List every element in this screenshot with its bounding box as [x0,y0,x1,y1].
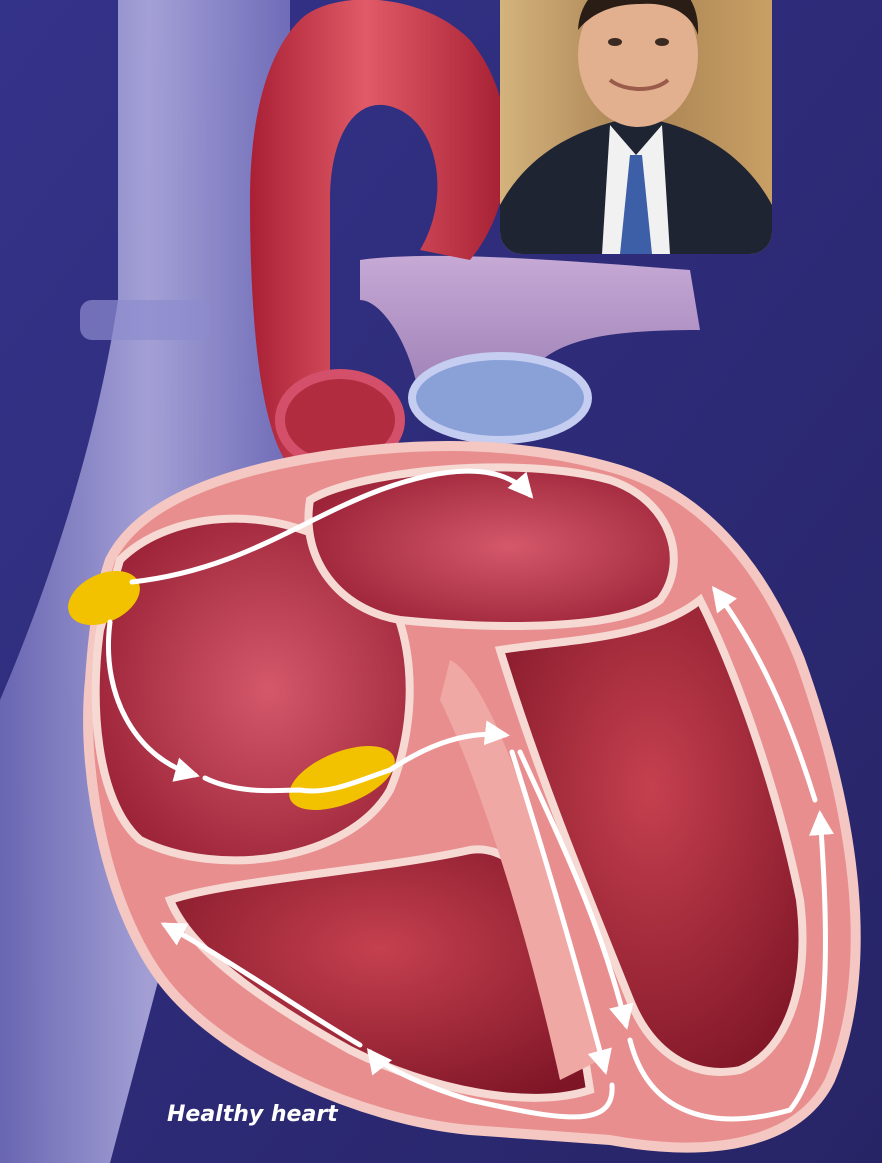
diagram-caption: Healthy heart [167,1102,338,1127]
pulmonary-valve [412,356,588,440]
portrait-photo [500,0,772,254]
left-atrium [308,467,673,626]
pulmonary-vein-left [80,300,210,340]
person-portrait-icon [500,0,772,254]
